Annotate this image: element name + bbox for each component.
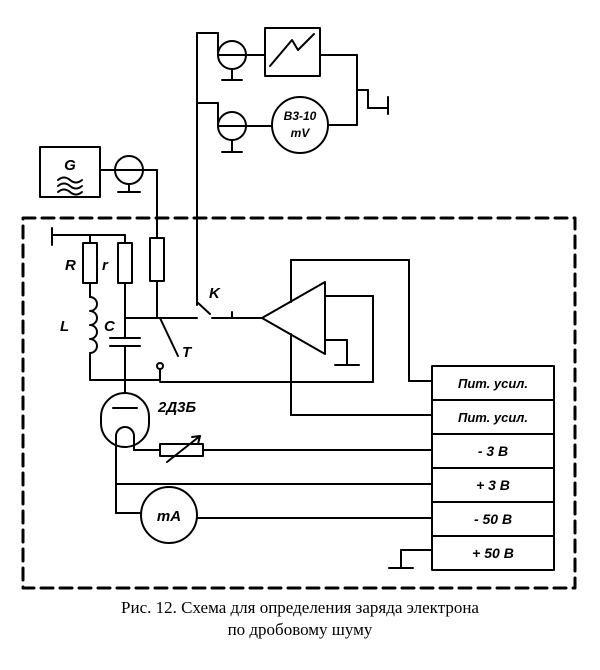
- resistor-r: [117, 242, 133, 284]
- figure-caption-line2: по дробовому шуму: [227, 620, 373, 639]
- milliammeter-circle: [140, 486, 198, 544]
- switch-T: [159, 317, 179, 357]
- amplifier-triangle: [261, 281, 326, 355]
- resistor-r-label: r: [102, 257, 109, 274]
- inductor-L: [89, 296, 98, 354]
- terminal-label: - 50 B: [474, 511, 512, 527]
- voltmeter-connector: [217, 111, 247, 153]
- generator-label: G: [64, 157, 76, 174]
- recorder-connector: [217, 40, 247, 81]
- voltmeter-label-line2: mV: [291, 126, 311, 140]
- terminal-label: + 3 B: [476, 477, 510, 493]
- terminal-label: Пит. усил.: [458, 410, 528, 425]
- generator-connector: [114, 155, 144, 193]
- diode-envelope: [100, 392, 150, 448]
- recorder-block: [264, 27, 321, 77]
- voltmeter-label-line1: B3-10: [284, 109, 317, 123]
- figure-caption-line1: Рис. 12. Схема для определения заряда эл…: [121, 598, 479, 617]
- switch-T-label: T: [182, 344, 193, 361]
- resistor-R-label: R: [65, 257, 76, 274]
- terminal-block: [431, 365, 555, 571]
- generator-box: [39, 146, 101, 198]
- resistor-R: [82, 242, 98, 284]
- resistor-input: [149, 237, 165, 282]
- inductor-label: L: [60, 318, 69, 335]
- diode-label: 2Д3Б: [157, 399, 197, 416]
- switch-K: [196, 301, 211, 315]
- terminal-label: - 3 B: [478, 443, 508, 459]
- voltmeter-circle: [271, 96, 329, 154]
- switch-K-label: K: [209, 285, 221, 302]
- terminal-label: + 50 B: [472, 545, 514, 561]
- milliammeter-label: mA: [157, 508, 181, 525]
- terminal-label: Пит. усил.: [458, 376, 528, 391]
- generator-wave: [57, 176, 83, 196]
- capacitor-label: C: [104, 318, 116, 335]
- enclosure-border: [21, 216, 577, 590]
